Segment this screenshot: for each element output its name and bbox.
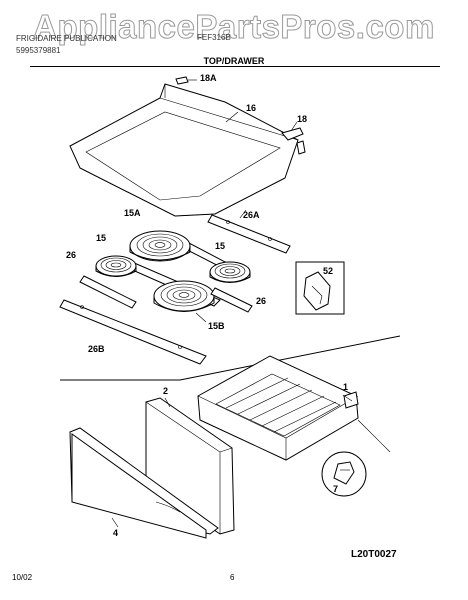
trim-26b	[59, 299, 207, 365]
header-rule	[30, 66, 440, 67]
label-52: 52	[323, 266, 334, 276]
publication-line: FRIGIDAIRE PUBLICATION	[16, 34, 117, 43]
drawer-glide-7-inset	[321, 451, 367, 497]
part-52-inset	[295, 261, 345, 315]
section-title: TOP/DRAWER	[203, 56, 265, 66]
label-26b: 26B	[88, 344, 105, 354]
model-number: FEF316B	[197, 33, 231, 42]
separator-right	[179, 335, 401, 381]
label-26-left: 26	[66, 250, 77, 260]
footer-page: 6	[230, 573, 235, 582]
label-7: 7	[333, 484, 339, 494]
publication-header: FRIGIDAIRE PUBLICATION 5995379881	[16, 33, 117, 57]
footer-date: 10/02	[12, 573, 33, 582]
label-15a: 15A	[124, 208, 141, 218]
burner-15-left	[95, 255, 137, 277]
label-26a: 26A	[243, 210, 260, 220]
watermark: AppliancePartsPros.com	[33, 8, 435, 46]
label-15b: 15B	[208, 321, 225, 331]
label-16: 16	[246, 103, 257, 113]
bracket-26-right	[210, 287, 253, 313]
drawer-panel-4	[69, 427, 219, 539]
label-26-right: 26	[256, 296, 267, 306]
label-15-left: 15	[96, 233, 107, 243]
bracket-18	[281, 121, 306, 155]
burner-15b	[153, 280, 215, 312]
label-1: 1	[343, 382, 349, 392]
label-18a: 18A	[200, 73, 217, 83]
burner-15a	[129, 230, 191, 262]
bracket-26-left	[79, 275, 137, 309]
label-2: 2	[163, 386, 169, 396]
label-18: 18	[297, 114, 308, 124]
label-4: 4	[113, 528, 119, 538]
cooktop-top	[69, 83, 299, 217]
burner-15-right	[209, 261, 251, 283]
trim-26a	[207, 214, 291, 254]
clip-18a	[175, 76, 197, 85]
label-15-right: 15	[215, 241, 226, 251]
publication-number: 5995379881	[16, 46, 61, 55]
drawing-code: L20T0027	[351, 549, 397, 560]
